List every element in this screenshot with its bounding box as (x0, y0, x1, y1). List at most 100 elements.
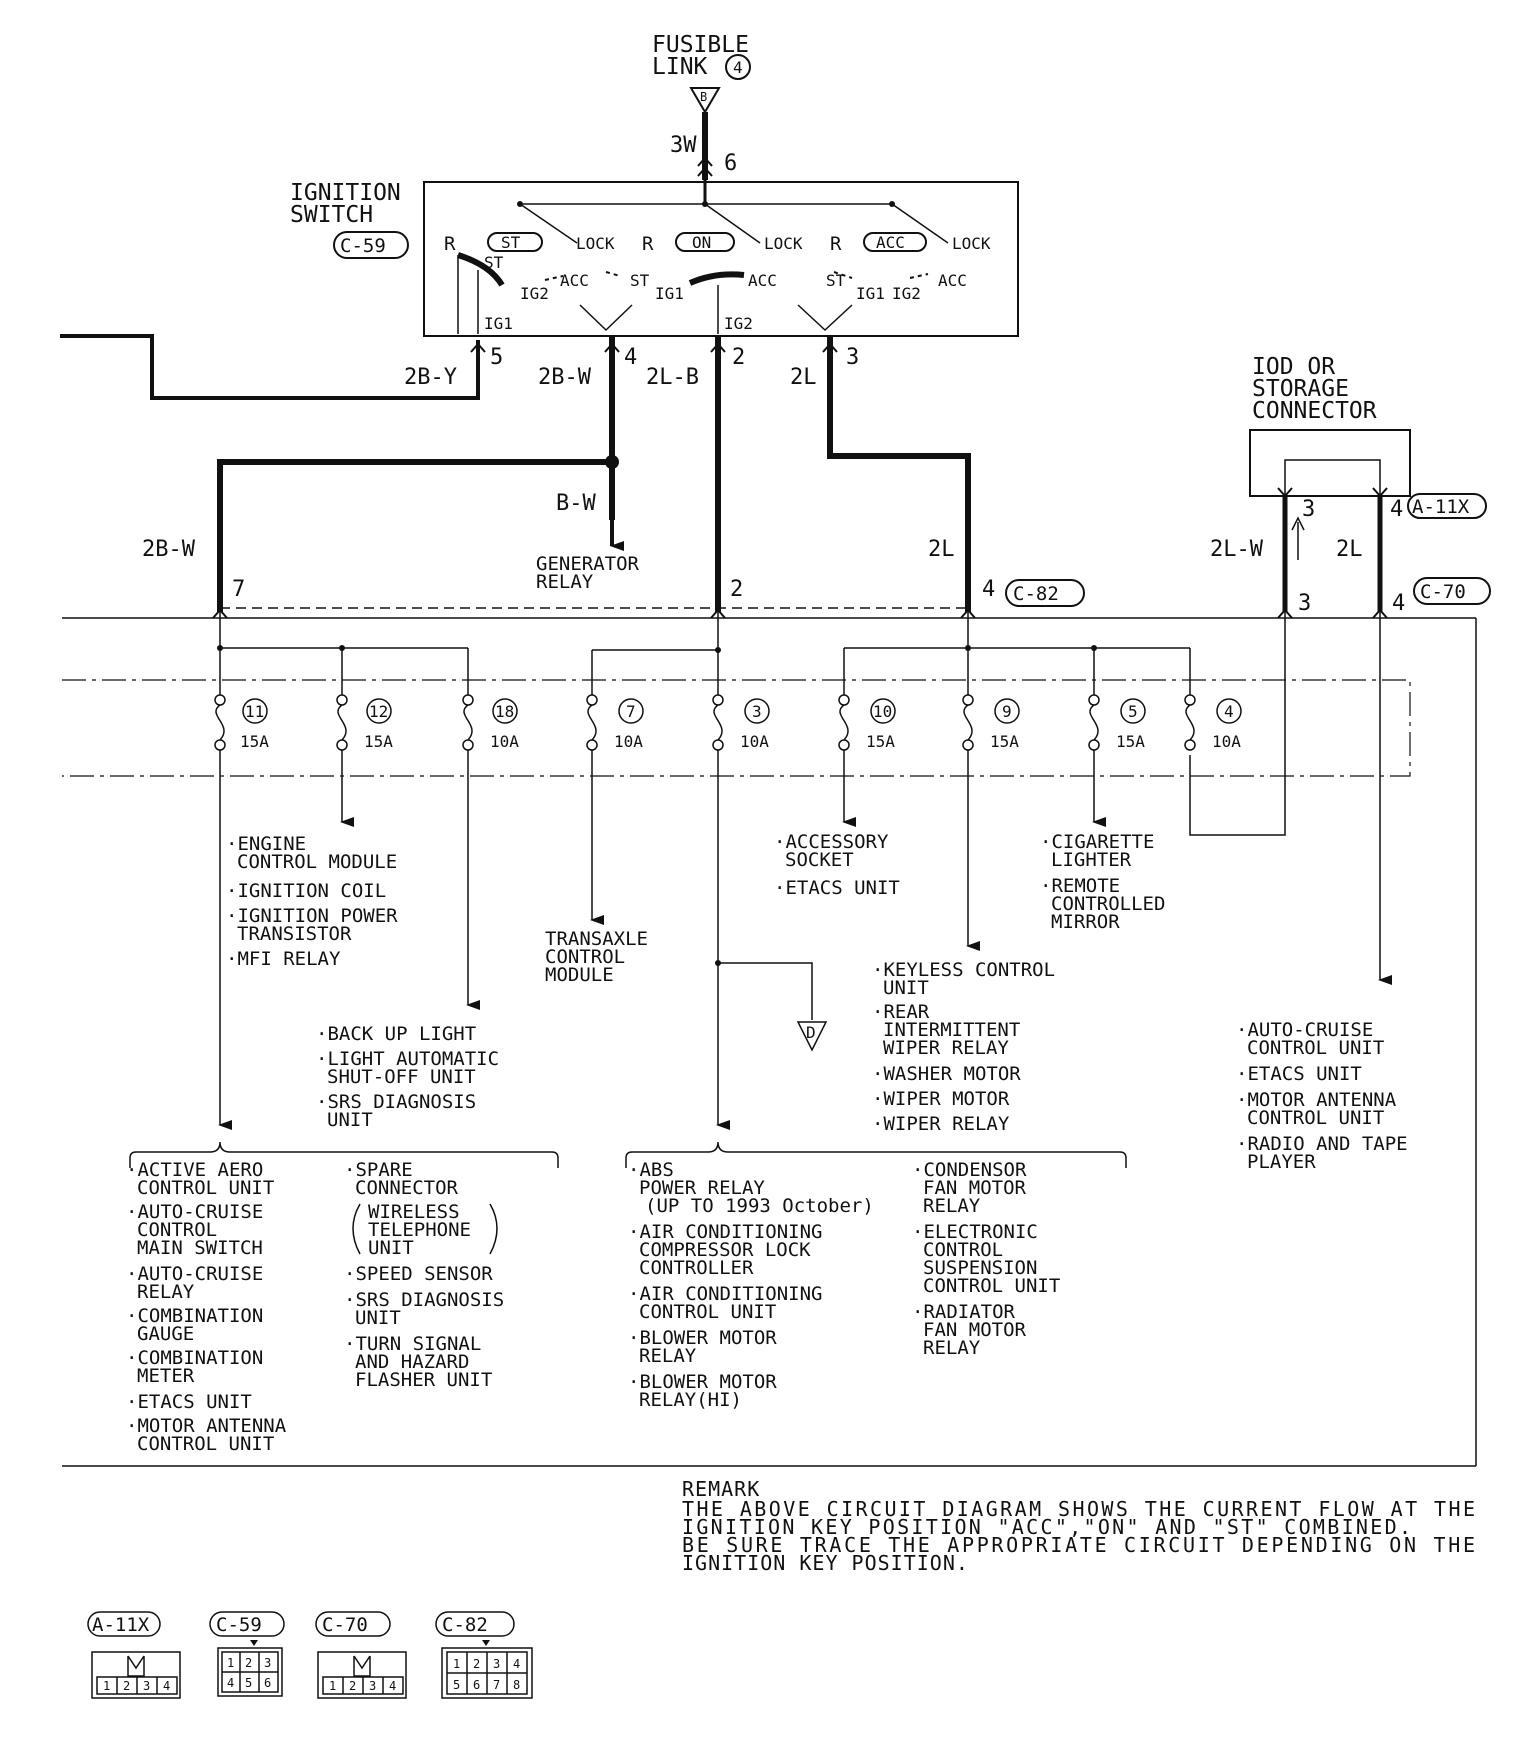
fuse-18-element (463, 704, 473, 741)
legend-c-70-badge (315, 1611, 391, 1637)
load-radiator-fan: ·RADIATOR (912, 1301, 1016, 1323)
legend-c-82-pin-8: 8 (513, 1678, 520, 1692)
load-srs-diagnosis-11: ·SRS DIAGNOSIS (344, 1289, 504, 1311)
fuse-12-rating: 15A (364, 732, 393, 751)
internal-acc-merge (797, 304, 853, 332)
load-condensor-fan-3: RELAY (923, 1195, 981, 1217)
load-keyless-control: ·KEYLESS CONTROL (872, 959, 1055, 981)
fuse-12-number-circle (366, 698, 392, 724)
fuse-10-bottom-terminal (838, 739, 850, 751)
load-turn-signal-3: FLASHER UNIT (355, 1369, 492, 1391)
fuse-5-element (1089, 704, 1099, 741)
loads-fuse18: ·BACK UP LIGHT ·LIGHT AUTOMATIC SHUT-OFF… (316, 1023, 499, 1131)
fuse-9-top-terminal (962, 694, 974, 706)
fuse-5-number: 5 (1128, 702, 1138, 721)
legend-c-59-label: C-59 (216, 1614, 262, 1636)
fuse-7-top-terminal (586, 694, 598, 706)
load-auto-cruise-switch: ·AUTO-CRUISE (126, 1201, 263, 1223)
legend-c-82-pin-6: 6 (473, 1678, 480, 1692)
load-auto-cruise-relay-2: RELAY (137, 1281, 195, 1303)
iod-storage-connector: IOD OR STORAGE CONNECTOR 3 4 A-11X 2L-W … (1210, 354, 1491, 985)
load-iod-radio-2: PLAYER (1247, 1151, 1316, 1173)
load-ac-compressor-2: COMPRESSOR LOCK (639, 1239, 811, 1261)
loads-fuse12: ·ENGINE CONTROL MODULE ·IGNITION COIL ·I… (226, 833, 398, 970)
legend-c-59-badge (209, 1611, 285, 1637)
load-ac-control: ·AIR CONDITIONING (628, 1283, 822, 1305)
load-iod-auto-cruise: ·AUTO-CRUISE (1236, 1019, 1373, 1041)
loads-iod: ·AUTO-CRUISE CONTROL UNIT ·ETACS UNIT ·M… (1236, 1019, 1408, 1173)
switch-blade-st (519, 203, 578, 244)
fuse-3-number: 3 (752, 702, 762, 721)
load-ignition-power-transistor-2: TRANSISTOR (237, 923, 352, 945)
load-engine-control-module-2: CONTROL MODULE (237, 851, 397, 873)
load-rear-wiper: ·REAR (872, 1001, 930, 1023)
switch-pivot-acc (889, 201, 895, 207)
fuse-12-bottom-terminal (336, 739, 348, 751)
load-engine-control-module: ·ENGINE (226, 833, 306, 855)
load-abs-relay-3: (UP TO 1993 October) (645, 1195, 874, 1217)
legend-c-82-pin-7: 7 (493, 1678, 500, 1692)
wire-2l-b-pin: 2 (732, 345, 745, 370)
contact-r-2: R (642, 233, 654, 255)
fusible-link-label: FUSIBLE (652, 32, 749, 58)
ignition-switch-box (423, 181, 1019, 337)
load-accessory-socket: ·ACCESSORY (774, 831, 889, 853)
iod-lower-pin-b: 4 (1392, 591, 1405, 616)
fuse-12-number: 12 (369, 702, 388, 721)
legend-c-70-pin-2: 2 (349, 1679, 356, 1693)
fusible-link-tag: B (700, 90, 707, 104)
remark-line-4: IGNITION KEY POSITION. (682, 1551, 969, 1575)
legend-a-11x-housing (91, 1651, 181, 1699)
iod-flow-arrow-head (1291, 516, 1305, 531)
iod-label: IOD OR (1252, 354, 1335, 380)
load-back-up-light: ·BACK UP LIGHT (316, 1023, 476, 1045)
wire-b-w-label: B-W (556, 491, 596, 516)
legend-c-82-badge (435, 1611, 515, 1637)
internal-ig1-label: IG1 (484, 314, 513, 333)
fuse-10-element (839, 704, 849, 741)
legend-c-70-label: C-70 (322, 1614, 368, 1636)
supply-wire-label: 3W (670, 133, 697, 158)
load-spare-connector: ·SPARE (344, 1159, 413, 1181)
iod-connector-box (1249, 429, 1411, 497)
load-motor-antenna-11-2: CONTROL UNIT (137, 1433, 274, 1455)
fuse-4-to-iod (1189, 612, 1286, 836)
fuse-10-top-terminal (838, 694, 850, 706)
legend-a-11x-pin-3: 3 (143, 1679, 150, 1693)
load-wireless-telephone-2: TELEPHONE (368, 1219, 471, 1241)
switch-output-connector-marks (470, 342, 838, 353)
legend-c-70-pin-3: 3 (369, 1679, 376, 1693)
iod-pin-b: 4 (1390, 497, 1403, 522)
fuse-3-rating: 10A (740, 732, 769, 751)
position-st: ST (501, 233, 521, 252)
legend-c-82-label: C-82 (442, 1614, 488, 1636)
fusible-link-number-circle (725, 54, 751, 80)
legend-c-59-pin-3: 3 (264, 1656, 271, 1670)
position-badge-acc (863, 232, 927, 252)
iod-internal-link (1284, 459, 1381, 496)
load-combination-meter: ·COMBINATION (126, 1347, 263, 1369)
load-light-automatic-2: SHUT-OFF UNIT (327, 1066, 476, 1088)
junction-in-wire-1: 2B-W (142, 537, 196, 562)
fuse-11-number: 11 (245, 702, 264, 721)
position-acc: ACC (876, 233, 905, 252)
load-wiper-motor: ·WIPER MOTOR (872, 1088, 1010, 1110)
off-page-tag: D (806, 1023, 816, 1042)
load-iod-radio: ·RADIO AND TAPE (1236, 1133, 1408, 1155)
load-abs-relay: ·ABS (628, 1159, 674, 1181)
fuse-5-top-terminal (1088, 694, 1100, 706)
legend-c-82-pin-5: 5 (453, 1678, 460, 1692)
fuse-7-rating: 10A (614, 732, 643, 751)
loads-fuse9: ·KEYLESS CONTROL UNIT ·REAR INTERMITTENT… (872, 959, 1055, 1135)
remark-title: REMARK (682, 1477, 760, 1501)
fusible-link-tag-triangle (689, 87, 721, 114)
fuse-box-outline (62, 679, 1411, 777)
fuse-18-number-circle (492, 698, 518, 724)
junction-inputs: 2B-W 7 2 2L 4 C-82 (142, 537, 1085, 619)
fuse-7-number: 7 (626, 702, 636, 721)
wire-iod-2l-label: 2L (1336, 537, 1363, 562)
load-remote-mirror-3: MIRROR (1051, 911, 1120, 933)
load-srs-diagnosis: ·SRS DIAGNOSIS (316, 1091, 476, 1113)
remark-line-1: THE ABOVE CIRCUIT DIAGRAM SHOWS THE CURR… (682, 1497, 1476, 1521)
brace-fuse11 (129, 1141, 559, 1168)
